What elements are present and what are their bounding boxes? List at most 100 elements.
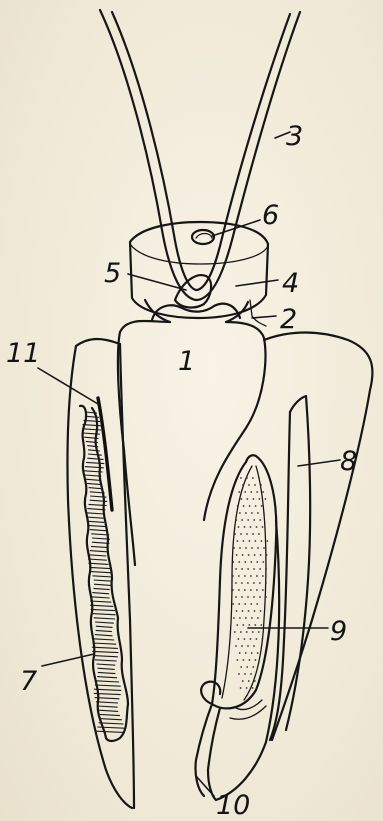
hatch-line xyxy=(96,731,123,732)
leader-2 xyxy=(252,316,276,318)
pod-dot xyxy=(238,638,240,640)
structure-6-inner xyxy=(196,234,212,239)
pod-dot xyxy=(244,526,246,528)
pod-dot xyxy=(245,652,247,654)
pod-dot xyxy=(250,575,252,577)
hatch-line xyxy=(97,677,117,678)
structure-9-pod-outer xyxy=(212,455,276,708)
structure-11-bar xyxy=(98,398,112,510)
pod-dot xyxy=(251,652,253,654)
hatch-line xyxy=(89,567,110,568)
hatch-line xyxy=(87,483,101,484)
pod-dot xyxy=(259,582,261,584)
pod-dot xyxy=(254,680,256,682)
hatch-line xyxy=(86,517,103,518)
pod-dot xyxy=(236,554,238,556)
pod-dot xyxy=(241,582,243,584)
hatch-line xyxy=(92,593,109,594)
pod-dot xyxy=(238,673,240,675)
leader-7 xyxy=(42,654,94,666)
structure-3-horns-inner xyxy=(112,12,290,290)
hatch-line xyxy=(91,546,108,547)
pod-dot xyxy=(261,540,263,542)
pod-dot xyxy=(260,610,262,612)
hatch-line xyxy=(95,622,114,623)
pod-dot xyxy=(246,666,248,668)
hatch-line xyxy=(95,660,117,661)
pod-dot xyxy=(261,505,263,507)
pod-dot xyxy=(242,680,244,682)
pod-dot xyxy=(234,533,236,535)
pod-dot xyxy=(249,540,251,542)
hatch-line xyxy=(91,597,110,598)
hatch-line xyxy=(96,626,113,627)
pod-dot xyxy=(235,645,237,647)
pod-dot xyxy=(262,638,264,640)
pod-dot xyxy=(238,561,240,563)
hatch-line xyxy=(94,639,115,640)
pod-dot xyxy=(248,484,250,486)
pod-dot xyxy=(245,617,247,619)
hatch-line xyxy=(90,605,113,606)
pod-dot xyxy=(256,575,258,577)
pod-dot xyxy=(256,603,258,605)
pod-dot xyxy=(241,645,243,647)
hatch-line xyxy=(93,576,113,577)
pod-dot xyxy=(256,526,258,528)
pod-dot xyxy=(233,547,235,549)
pod-dot xyxy=(262,526,264,528)
leader-8 xyxy=(298,460,340,466)
pod-dot xyxy=(249,505,251,507)
hatch-line xyxy=(90,551,107,552)
pod-dot xyxy=(244,673,246,675)
hatch-line xyxy=(88,450,100,451)
hatch-line xyxy=(99,710,118,711)
pod-dot xyxy=(244,638,246,640)
pod-dot xyxy=(243,505,245,507)
pod-sheath xyxy=(230,700,266,719)
pod-dot xyxy=(257,652,259,654)
hatch-line xyxy=(98,706,118,707)
pod-dot xyxy=(265,582,267,584)
pod-dot xyxy=(250,589,252,591)
label-2: 2 xyxy=(280,304,297,335)
pod-dot xyxy=(247,498,249,500)
pod-dot xyxy=(240,631,242,633)
label-11: 11 xyxy=(6,338,40,369)
pod-dot xyxy=(238,526,240,528)
pod-dot xyxy=(235,596,237,598)
pod-dot xyxy=(253,519,255,521)
leader-11 xyxy=(38,368,98,404)
pod-dot xyxy=(260,484,262,486)
pod-dot xyxy=(251,547,253,549)
pod-dot xyxy=(255,540,257,542)
pod-dot xyxy=(265,596,267,598)
pod-dot xyxy=(252,687,254,689)
pod-dot xyxy=(241,568,243,570)
hatch-line xyxy=(96,702,118,703)
pod-dot xyxy=(242,484,244,486)
pod-dot xyxy=(244,561,246,563)
pod-dot xyxy=(259,596,261,598)
pod-dot xyxy=(241,596,243,598)
label-1: 1 xyxy=(178,346,195,377)
pod-dot xyxy=(242,554,244,556)
pod-dot xyxy=(233,617,235,619)
pod-dot xyxy=(238,575,240,577)
hatch-line xyxy=(87,458,103,459)
pod-dot xyxy=(256,638,258,640)
pod-dot xyxy=(232,561,234,563)
pod-dot xyxy=(238,491,240,493)
pod-dot xyxy=(240,666,242,668)
hatch-line xyxy=(100,719,122,720)
pod-dot xyxy=(242,610,244,612)
pod-dot xyxy=(250,561,252,563)
pod-dot xyxy=(247,596,249,598)
pod-dot xyxy=(237,659,239,661)
pod-dot xyxy=(236,610,238,612)
hatch-line xyxy=(92,651,118,652)
pod-dot xyxy=(251,512,253,514)
pod-dot xyxy=(246,533,248,535)
pod-dot xyxy=(246,687,248,689)
